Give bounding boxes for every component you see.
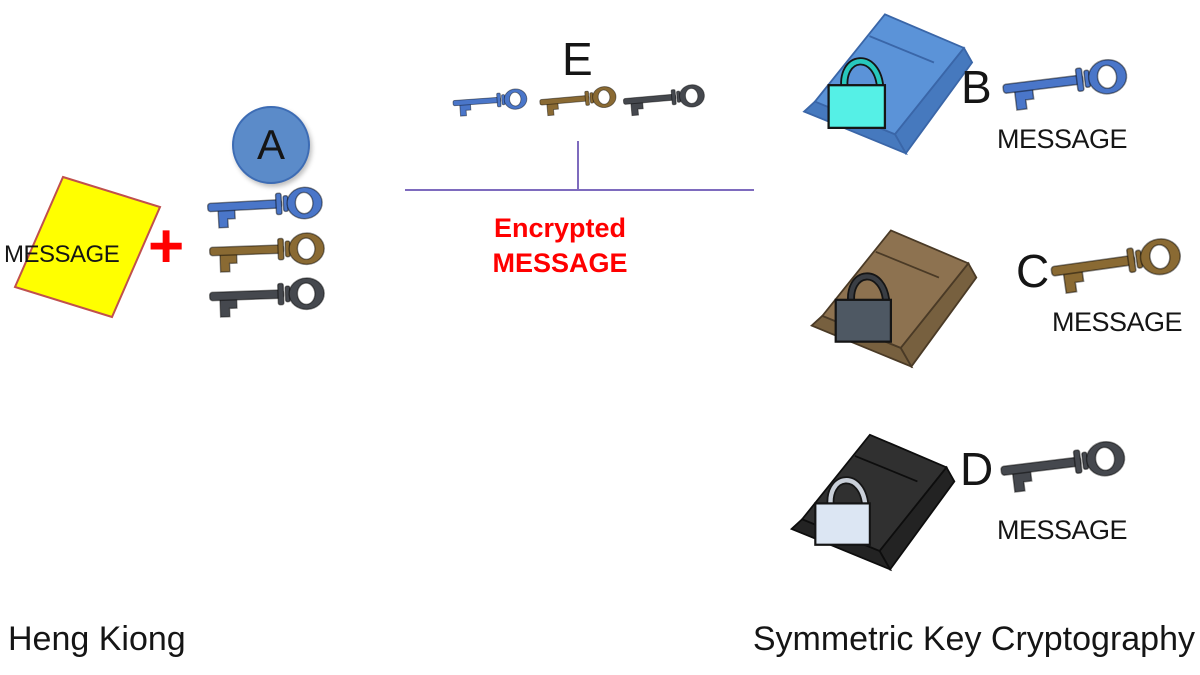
recipient-c-message-label: MESSAGE [1052, 307, 1183, 337]
caption-line2: MESSAGE [492, 248, 628, 278]
recipient-b-message-label: MESSAGE [997, 124, 1128, 154]
recipient-c-letter: C [1016, 245, 1050, 297]
brown-locked-package-icon [801, 224, 979, 389]
plaintext-sheet [13, 175, 162, 319]
blue-key-icon [449, 83, 531, 120]
plaintext-message-label: MESSAGE [4, 241, 120, 268]
blue-key-icon [996, 49, 1133, 117]
black-key-icon [200, 270, 334, 323]
connector-vertical-line [577, 141, 579, 190]
caption-line1: Encrypted [493, 213, 627, 243]
recipient-d-letter: D [960, 443, 994, 495]
connector-horizontal-line [405, 189, 754, 191]
black-key-icon [619, 78, 710, 120]
black-locked-package-icon [781, 426, 957, 594]
brown-key-icon [1044, 227, 1188, 302]
encryption-letter: E [562, 33, 593, 85]
recipient-d-message-label: MESSAGE [997, 515, 1128, 545]
sender-circle: A [232, 106, 310, 184]
recipient-b-letter: B [961, 61, 992, 113]
sender-letter: A [256, 121, 285, 168]
blue-locked-package-icon [793, 8, 975, 176]
plus-sign: + [148, 212, 185, 281]
brown-key-icon [536, 80, 620, 119]
black-key-icon [994, 430, 1132, 500]
diagram-title: Symmetric Key Cryptography [752, 620, 1195, 658]
author-name: Heng Kiong [8, 620, 186, 658]
encrypted-message-caption: Encrypted MESSAGE [448, 211, 672, 281]
